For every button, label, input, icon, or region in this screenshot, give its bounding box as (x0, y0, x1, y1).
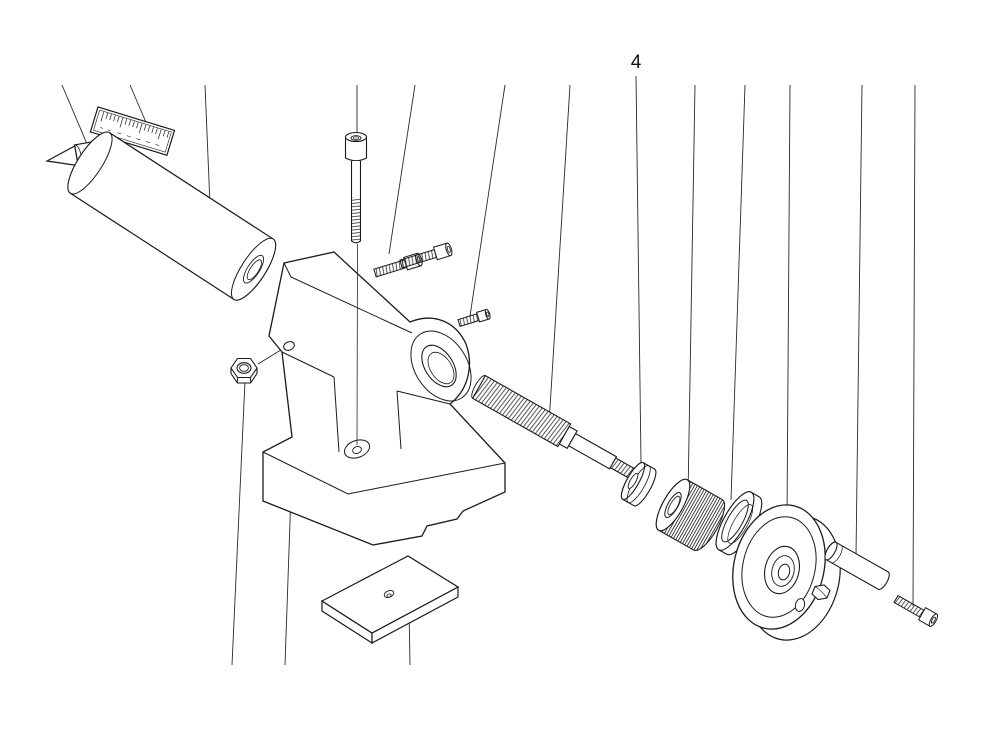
quill-bore-hole (421, 344, 457, 388)
hex-nut (230, 357, 258, 384)
body-silhouette (262, 251, 506, 546)
callout-label-4: 4 (631, 52, 642, 73)
leader-line-callout-4-washer (635, 75, 642, 464)
ring-washer (715, 491, 763, 556)
leader-line-grub-screw (469, 84, 506, 317)
leader-line-ring (730, 84, 746, 501)
base-plate (320, 555, 460, 645)
washer-bore (627, 473, 639, 489)
leadscrew (471, 374, 640, 482)
tailstock-body (262, 251, 506, 546)
leader-line-hex-nut (231, 380, 246, 666)
quill-boss-face (410, 330, 472, 402)
ruler-digit-marks (100, 127, 160, 146)
cap-screw (344, 131, 368, 244)
leader-line-body (284, 492, 292, 666)
grub-screw (457, 308, 491, 327)
leader-line-knurled-nut (687, 84, 696, 497)
leader-line-dead-center (61, 84, 91, 152)
handwheel (732, 504, 841, 641)
cap-screw-axis-line (356, 243, 358, 446)
handwheel-bore (777, 563, 791, 581)
knurled-nut (655, 478, 726, 551)
leader-line-set-screws (388, 84, 416, 255)
ruler-ticks (100, 111, 170, 140)
leader-line-handle (855, 84, 863, 557)
ruler-scale (89, 106, 176, 157)
ring-bore (721, 499, 749, 543)
leader-line-handle-screw (912, 84, 916, 607)
handle-grip (824, 541, 890, 591)
handle-mount-hole (794, 598, 806, 612)
leader-line-leadscrew (548, 84, 571, 425)
pointer-line-nut-to-hole (257, 347, 285, 365)
washer-collar (620, 461, 657, 507)
leader-lines (61, 75, 916, 666)
tailstock-quill (67, 131, 277, 301)
acorn-nut (811, 584, 831, 601)
handle-screw (893, 594, 939, 627)
set-screw-b (399, 242, 453, 269)
clamp-hole (283, 341, 295, 351)
leader-line-handwheel (786, 84, 791, 519)
nut-bore (239, 364, 249, 372)
leader-line-ruler (129, 84, 149, 128)
